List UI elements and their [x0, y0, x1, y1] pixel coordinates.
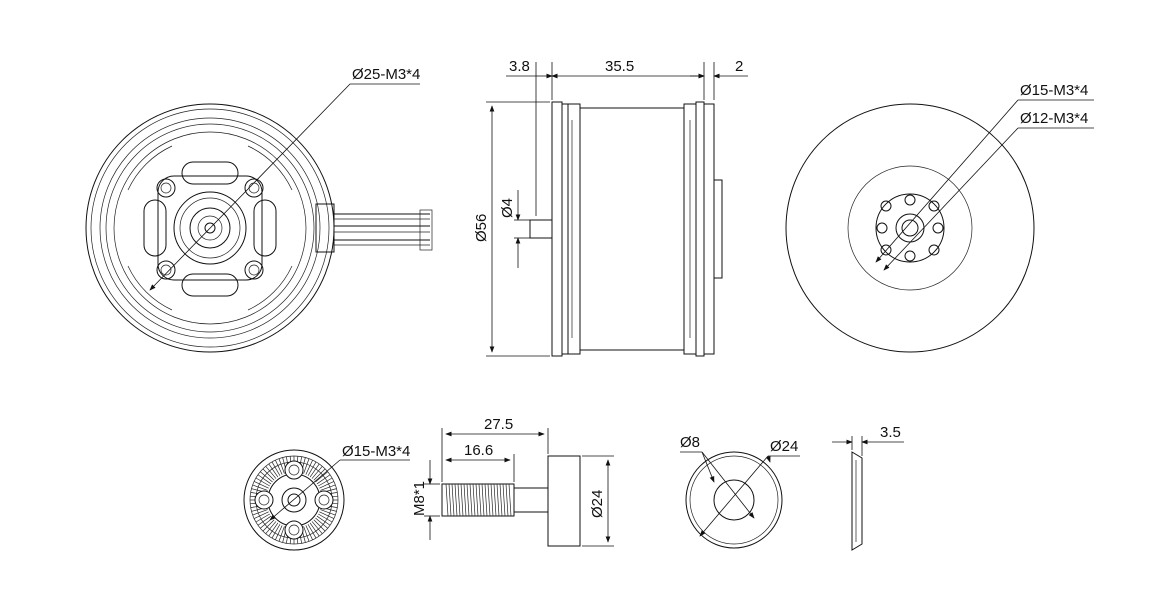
side-view [486, 62, 748, 357]
rear-view [785, 99, 1094, 353]
front-view [85, 83, 433, 353]
body-diameter-label: Ø56 [473, 214, 490, 242]
thread-spec-label: M8*1 [411, 481, 428, 516]
washer-side [832, 436, 904, 551]
washer-inner-label: Ø8 [680, 434, 700, 451]
washer-outer-label: Ø24 [770, 438, 798, 455]
front-bolt-label: Ø25-M3*4 [352, 66, 420, 83]
prop-adapter-side [424, 428, 614, 547]
rear-bolt-outer-label: Ø15-M3*4 [1020, 82, 1088, 99]
washer-thickness-label: 3.5 [880, 424, 901, 441]
washer-face [680, 451, 800, 549]
adapter-diameter-label: Ø24 [589, 490, 606, 518]
rear-bolt-inner-label: Ø12-M3*4 [1020, 110, 1088, 127]
prop-adapter-face [243, 449, 410, 551]
side-left-offset-label: 3.8 [509, 58, 530, 75]
side-body-length-label: 35.5 [605, 58, 634, 75]
shaft-diameter-label: Ø4 [499, 198, 516, 218]
prop-adapter-bolt-label: Ø15-M3*4 [342, 443, 410, 460]
adapter-length-label: 27.5 [484, 416, 513, 433]
thread-length-label: 16.6 [464, 442, 493, 459]
side-right-offset-label: 2 [735, 58, 743, 75]
